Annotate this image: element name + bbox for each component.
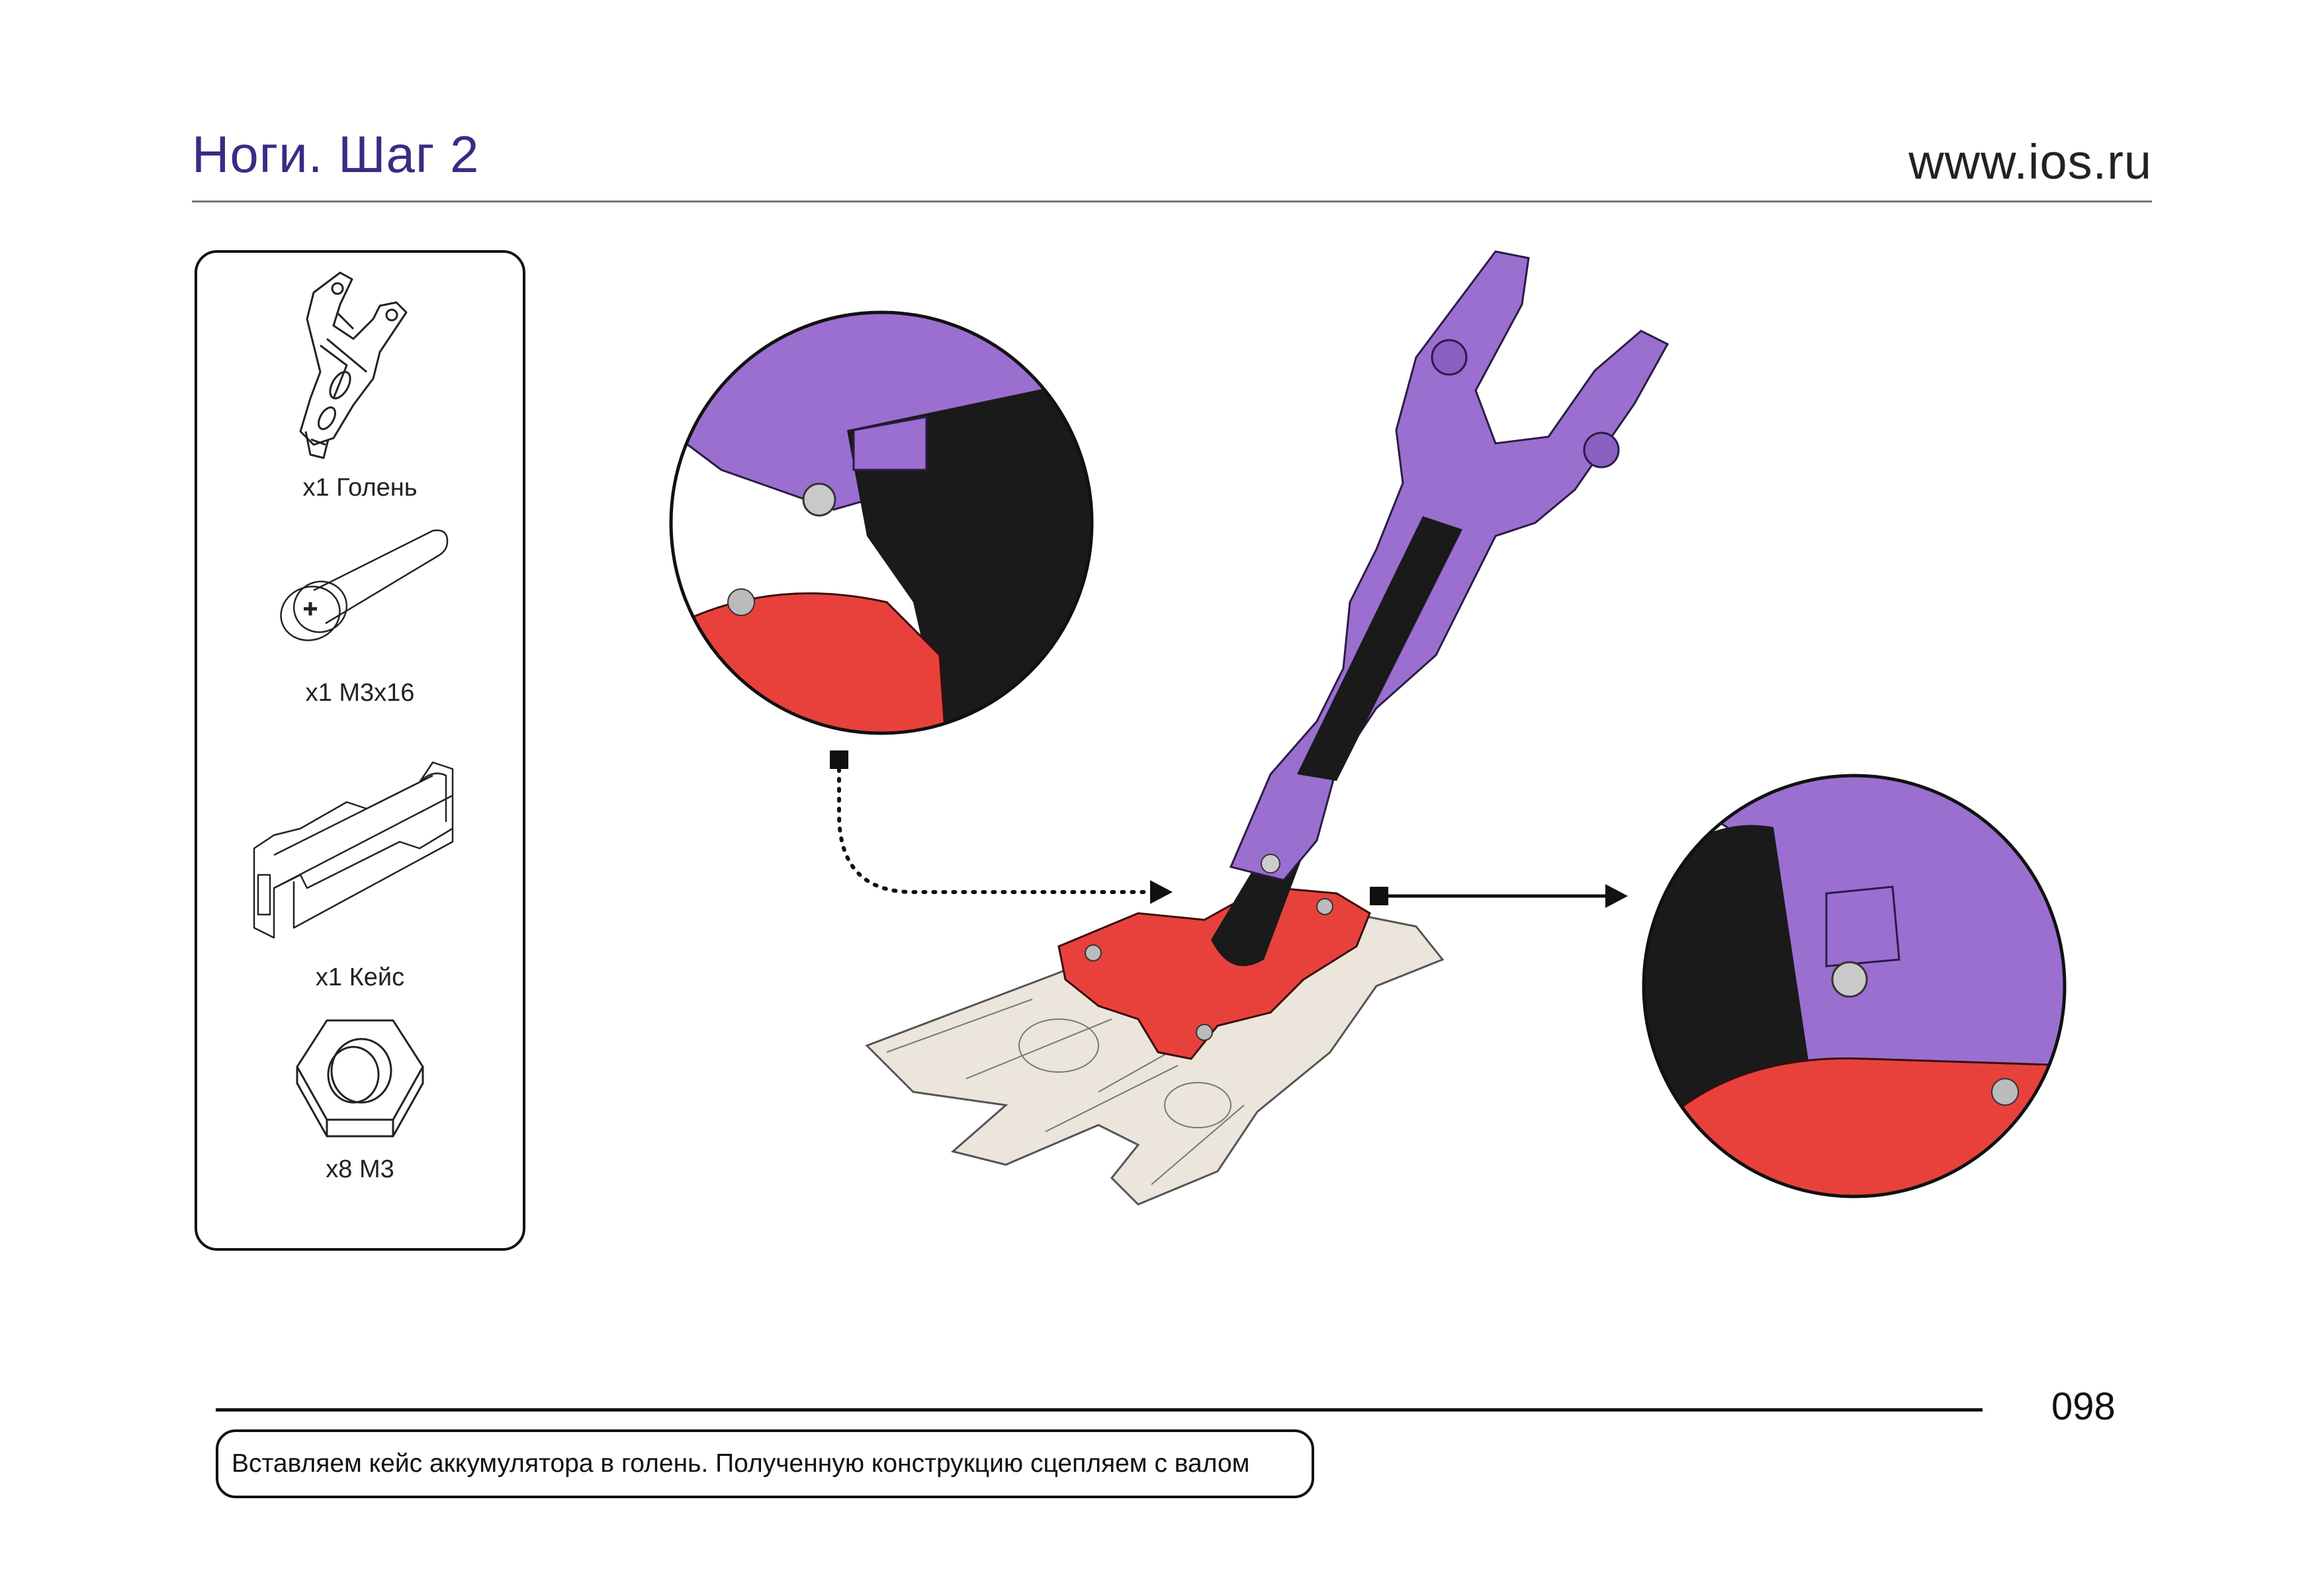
part-label-nut: x8 M3 <box>326 1155 394 1183</box>
part-item-shin: x1 Голень <box>197 266 523 502</box>
part-item-case: x1 Кейс <box>197 756 523 992</box>
detail-callout-right <box>1642 774 2067 1198</box>
instruction-caption-box: Вставляем кейс аккумулятора в голень. По… <box>216 1429 1314 1498</box>
site-url: www.ios.ru <box>1908 134 2152 189</box>
battery-case-icon <box>253 761 454 939</box>
hex-nut-icon <box>296 1019 424 1138</box>
page-number: 098 <box>2051 1385 2116 1428</box>
callout-connector-right <box>1370 884 1628 908</box>
callout-connector-left <box>830 750 1173 904</box>
detail-callout-left <box>669 310 1094 735</box>
purple-shin-part <box>1229 250 1670 881</box>
part-label-case: x1 Кейс <box>315 964 405 991</box>
footer-divider <box>216 1408 1983 1412</box>
assembly-illustration <box>669 250 2067 1206</box>
part-label-shin: x1 Голень <box>302 474 418 502</box>
red-mount-part <box>1057 885 1371 1060</box>
page-title: Ноги. Шаг 2 <box>192 125 480 183</box>
header-divider <box>192 201 2152 202</box>
instruction-caption: Вставляем кейс аккумулятора в голень. По… <box>232 1449 1250 1478</box>
part-item-screw: x1 M3x16 <box>197 518 523 707</box>
shin-part-icon <box>299 271 408 459</box>
parts-list-panel: x1 Голень x1 M3x16 x1 Кейс <box>195 250 525 1251</box>
part-item-nut: x8 M3 <box>197 1007 523 1184</box>
screw-icon <box>280 529 449 641</box>
part-label-screw: x1 M3x16 <box>305 679 415 707</box>
